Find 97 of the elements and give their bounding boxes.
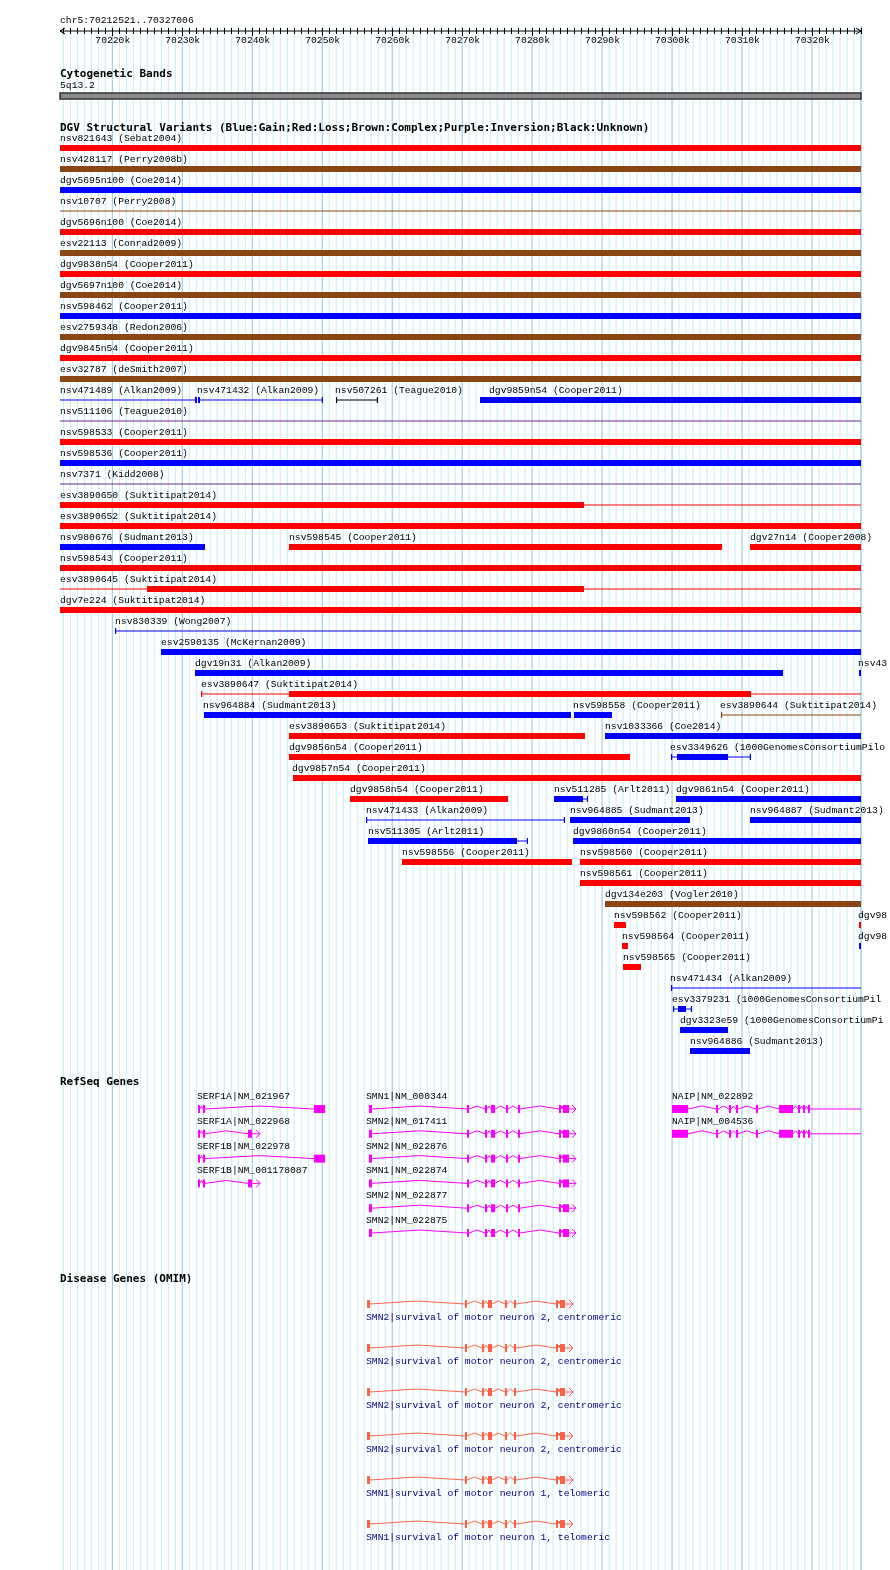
variant-label: nsv598556 (Cooper2011) — [402, 847, 530, 859]
variant-label: nsv598560 (Cooper2011) — [580, 847, 708, 859]
axis-tick-label: 70270k — [445, 35, 481, 47]
variant-label: nsv1033366 (Coe2014) — [605, 721, 722, 733]
gene-label: SERF1B|NM_001178087 — [197, 1165, 308, 1178]
gene-label: SMN2|NM_022877 — [366, 1190, 448, 1203]
variant-label: nsv964886 (Sudmant2013) — [690, 1036, 824, 1048]
variant-label: dgv19n31 (Alkan2009) — [195, 658, 312, 670]
variant-label: dgv9858n54 (Cooper2011) — [350, 784, 484, 796]
variant-label: dgv98 — [858, 910, 888, 922]
variant-label: esv2590135 (McKernan2009) — [161, 637, 307, 649]
gene-label: SERF1A|NM_021967 — [197, 1091, 290, 1103]
track-title: DGV Structural Variants (Blue:Gain;Red:Loss;Brown:Complex;Purple:Inversion;Black:Unknown) — [60, 122, 650, 134]
variant-label: dgv9861n54 (Cooper2011) — [676, 784, 810, 796]
variant-label: esv3890645 (Suktitipat2014) — [60, 574, 217, 586]
variant-label: esv3890652 (Suktitipat2014) — [60, 511, 217, 523]
variant-label: nsv507261 (Teague2010) — [335, 385, 463, 397]
variant-label: dgv5696n100 (Coe2014) — [60, 217, 183, 229]
variant-label: dgv27n14 (Cooper2008) — [750, 532, 873, 544]
variant-label: nsv511106 (Teague2010) — [60, 406, 188, 418]
track-title: RefSeq Genes — [60, 1076, 140, 1088]
variant-label: nsv471434 (Alkan2009) — [670, 973, 793, 985]
variant-label: nsv7371 (Kidd2008) — [60, 469, 165, 481]
gene-label: SMN1|survival of motor neuron 1, telomeric — [366, 1488, 611, 1500]
variant-label: nsv598536 (Cooper2011) — [60, 448, 188, 460]
variant-label: nsv471433 (Alkan2009) — [366, 805, 489, 817]
axis-tick-label: 70280k — [515, 35, 550, 47]
variant-label: dgv3323e59 (1000GenomesConsortiumPi — [680, 1015, 884, 1027]
variant-label: nsv598543 (Cooper2011) — [60, 553, 188, 565]
track-title: Disease Genes (OMIM) — [60, 1273, 193, 1285]
track-title: Cytogenetic Bands — [60, 68, 173, 80]
gene-label: SMN2|survival of motor neuron 2, centromeric — [366, 1312, 622, 1324]
variant-label: nsv821643 (Sebat2004) — [60, 133, 183, 145]
gene-label: SMN1|NM_022874 — [366, 1165, 448, 1178]
variant-label: nsv511305 (Arlt2011) — [368, 826, 485, 838]
axis-tick-label: 70290k — [585, 35, 620, 47]
variant-label: esv22113 (Conrad2009) — [60, 238, 183, 250]
variant-label: dgv5697n100 (Coe2014) — [60, 280, 183, 292]
variant-label: esv3379231 (1000GenomesConsortiumPil — [672, 994, 882, 1006]
variant-label: nsv830339 (Wong2007) — [115, 616, 232, 628]
variant-label: nsv471432 (Alkan2009) — [197, 385, 320, 397]
gene-label: SMN2|NM_022876 — [366, 1140, 448, 1153]
variant-label: esv3349626 (1000GenomesConsortiumPilo — [670, 742, 886, 754]
variant-label: dgv9860n54 (Cooper2011) — [573, 826, 707, 838]
variant-label: nsv511285 (Arlt2011) — [554, 784, 671, 796]
variant-label: dgv5695n100 (Coe2014) — [60, 175, 183, 187]
variant-label: nsv964884 (Sudmant2013) — [203, 700, 337, 712]
variant-label: nsv598545 (Cooper2011) — [289, 532, 417, 544]
variant-label: esv3890653 (Suktitipat2014) — [289, 721, 446, 733]
gene-label: SMN2|survival of motor neuron 2, centromeric — [366, 1444, 622, 1456]
axis-tick-label: 70300k — [655, 35, 690, 47]
variant-label: nsv428117 (Perry2008b) — [60, 154, 188, 166]
gene-label: SMN2|NM_017411 — [366, 1115, 448, 1128]
gene-label: SMN2|survival of motor neuron 2, centromeric — [366, 1356, 622, 1368]
variant-label: nsv471489 (Alkan2009) — [60, 385, 183, 397]
variant-label: nsv43 — [858, 658, 888, 670]
gene-label: NAIP|NM_022892 — [672, 1091, 754, 1103]
axis-tick-label: 70260k — [375, 35, 411, 47]
gene-label: SMN1|NM_000344 — [366, 1091, 448, 1103]
variant-label: dgv9856n54 (Cooper2011) — [289, 742, 423, 754]
variant-label: nsv964887 (Sudmant2013) — [750, 805, 884, 817]
axis-tick-label: 70220k — [95, 35, 131, 47]
axis-tick-label: 70230k — [165, 35, 201, 47]
variant-label: esv2759348 (Redon2006) — [60, 322, 188, 334]
gene-label: SERF1A|NM_022968 — [197, 1115, 290, 1128]
variant-label: dgv9857n54 (Cooper2011) — [292, 763, 426, 775]
variant-label: nsv10707 (Perry2008) — [60, 196, 177, 208]
band-label: 5q13.2 — [60, 80, 95, 92]
variant-label: esv3890650 (Suktitipat2014) — [60, 490, 217, 502]
variant-label: nsv598462 (Cooper2011) — [60, 301, 188, 313]
axis-tick-label: 70250k — [305, 35, 341, 47]
variant-label: nsv598533 (Cooper2011) — [60, 427, 188, 439]
variant-label: nsv598562 (Cooper2011) — [614, 910, 742, 922]
variant-label: dgv98 — [858, 931, 888, 943]
variant-label: dgv9845n54 (Cooper2011) — [60, 343, 194, 355]
gene-label: SERF1B|NM_022978 — [197, 1140, 290, 1153]
gene-label: SMN1|survival of motor neuron 1, telomeric — [366, 1532, 611, 1544]
gene-label: SMN2|NM_022875 — [366, 1215, 448, 1227]
variant-label: esv3890647 (Suktitipat2014) — [201, 679, 358, 691]
axis-tick-label: 70310k — [725, 35, 760, 47]
gene-label: NAIP|NM_004536 — [672, 1115, 754, 1128]
variant-label: dgv134e203 (Vogler2010) — [605, 889, 739, 901]
coordinate-range-label: chr5:70212521..70327006 — [60, 15, 194, 27]
variant-label: nsv980676 (Sudmant2013) — [60, 532, 194, 544]
gene-label: SMN2|survival of motor neuron 2, centromeric — [366, 1400, 622, 1412]
variant-label: nsv964885 (Sudmant2013) — [570, 805, 704, 817]
variant-label: nsv598561 (Cooper2011) — [580, 868, 708, 880]
variant-label: dgv7e224 (Suktitipat2014) — [60, 595, 206, 607]
variant-label: esv3890644 (Suktitipat2014) — [720, 700, 877, 712]
variant-label: nsv598564 (Cooper2011) — [622, 931, 750, 943]
axis-tick-label: 70240k — [235, 35, 271, 47]
variant-label: dgv9859n54 (Cooper2011) — [489, 385, 623, 397]
variant-label: dgv9838n54 (Cooper2011) — [60, 259, 194, 271]
variant-label: esv32787 (deSmith2007) — [60, 364, 188, 376]
variant-label: nsv598558 (Cooper2011) — [573, 700, 701, 712]
axis-tick-label: 70320k — [794, 35, 830, 47]
variant-label: nsv598565 (Cooper2011) — [623, 952, 751, 964]
